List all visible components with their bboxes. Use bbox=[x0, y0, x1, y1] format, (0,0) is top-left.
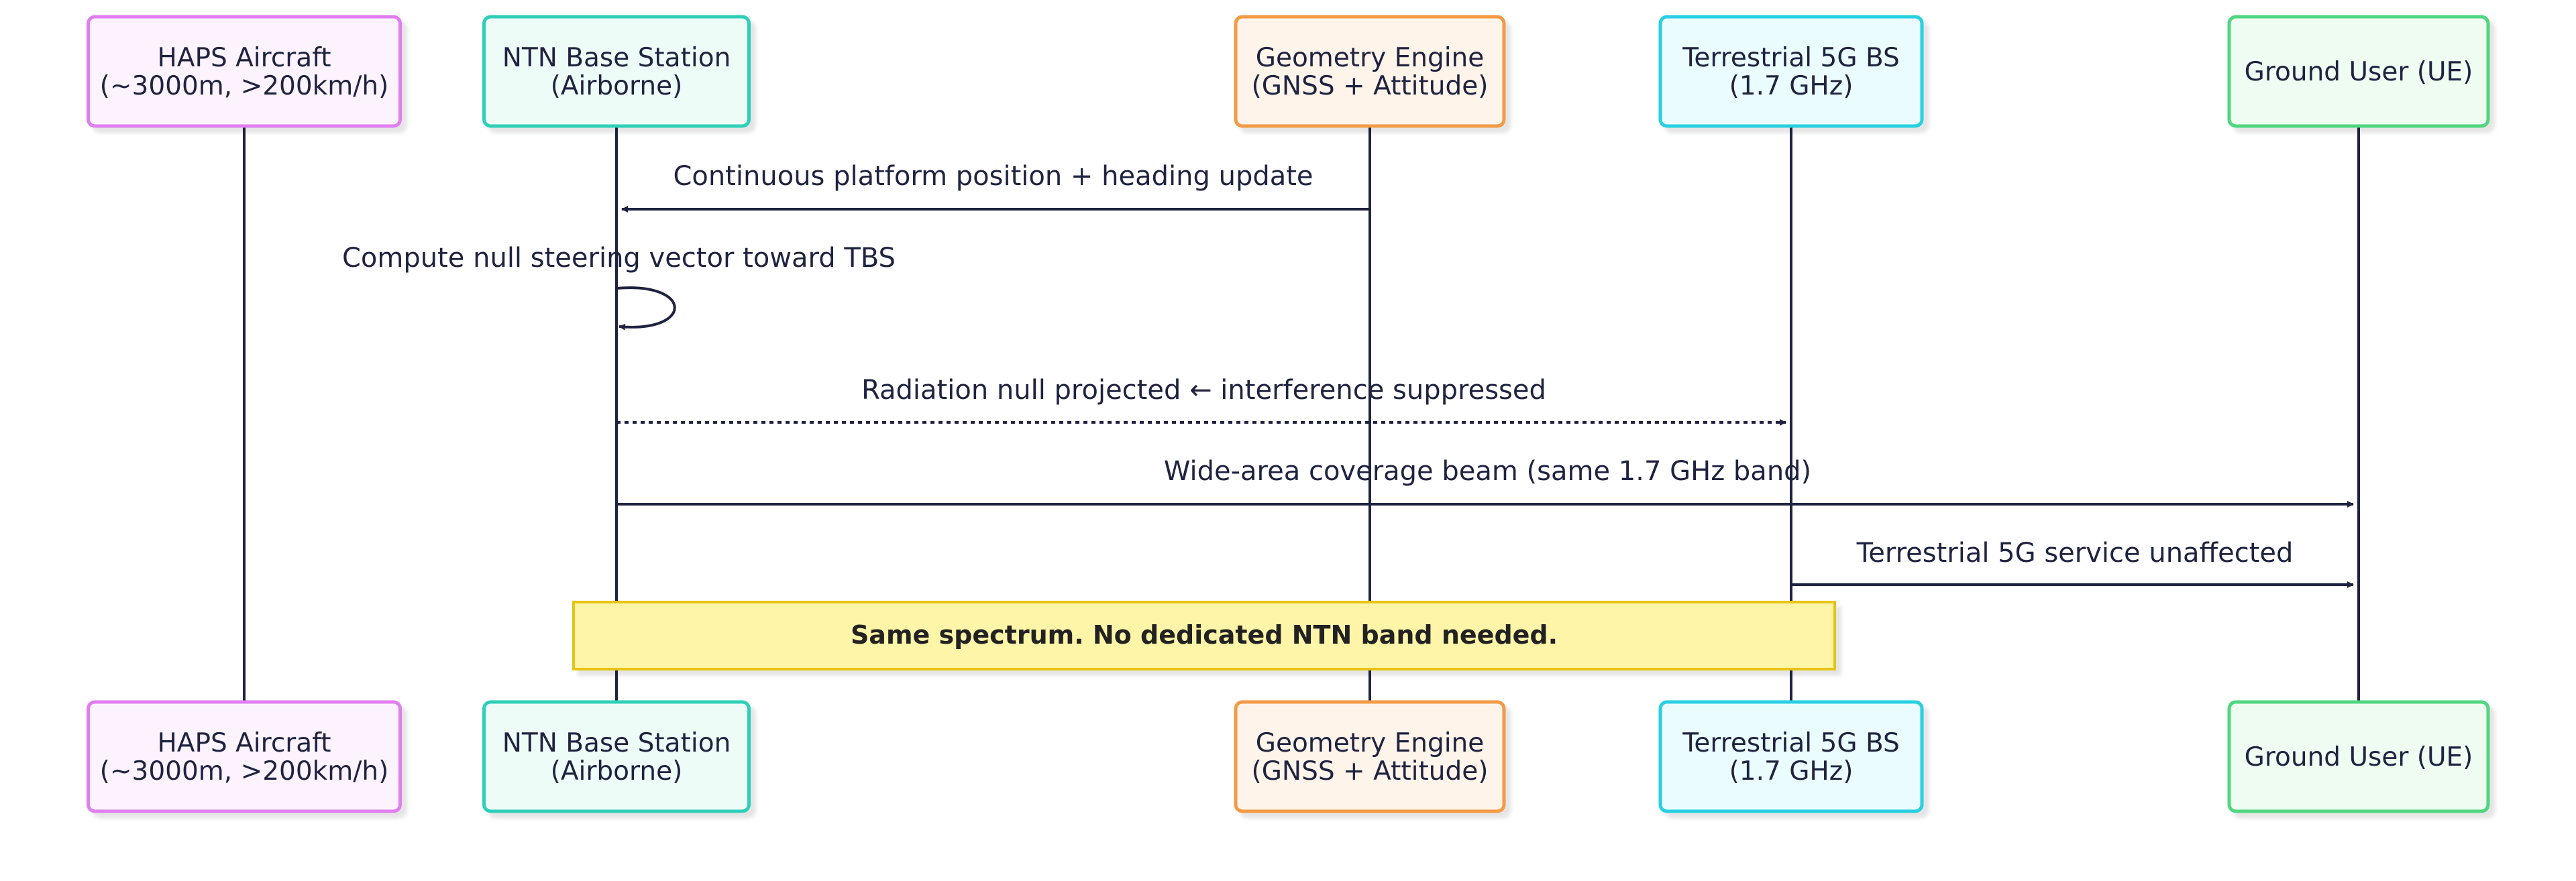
actor-sublabel: (GNSS + Attitude) bbox=[1252, 71, 1489, 101]
message-3: Radiation null projected ← interference … bbox=[616, 375, 1786, 426]
note-layer: Same spectrum. No dedicated NTN band nee… bbox=[572, 601, 1836, 670]
actor-geo-top: Geometry Engine(GNSS + Attitude) bbox=[1234, 15, 1506, 128]
message-2: Compute null steering vector toward TBS bbox=[342, 243, 896, 331]
actor-box bbox=[482, 15, 751, 128]
actor-sublabel: (Airborne) bbox=[551, 756, 683, 786]
actor-label: Ground User (UE) bbox=[2245, 742, 2473, 772]
actor-sublabel: (~3000m, >200km/h) bbox=[100, 71, 389, 101]
note-box bbox=[572, 601, 1836, 670]
messages: Continuous platform position + heading u… bbox=[342, 161, 2354, 588]
actor-haps-top: HAPS Aircraft(~3000m, >200km/h) bbox=[87, 15, 402, 128]
actor-ntn-top: NTN Base Station(Airborne) bbox=[482, 15, 751, 128]
actor-sublabel: (~3000m, >200km/h) bbox=[100, 756, 389, 786]
actor-label: Ground User (UE) bbox=[2245, 57, 2473, 87]
actor-box bbox=[2227, 700, 2490, 813]
message-4: Wide-area coverage beam (same 1.7 GHz ba… bbox=[616, 456, 2354, 508]
actor-ue-bottom: Ground User (UE) bbox=[2227, 700, 2490, 813]
actor-box bbox=[1658, 15, 1924, 128]
actor-box bbox=[1234, 15, 1506, 128]
actor-box bbox=[2227, 15, 2490, 128]
actor-sublabel: (1.7 GHz) bbox=[1729, 71, 1854, 101]
message-label: Wide-area coverage beam (same 1.7 GHz ba… bbox=[1164, 456, 1811, 487]
message-5: Terrestrial 5G service unaffected bbox=[1791, 538, 2354, 588]
actor-box bbox=[87, 15, 402, 128]
note-text: Same spectrum. No dedicated NTN band nee… bbox=[851, 620, 1558, 650]
actor-haps-bottom: HAPS Aircraft(~3000m, >200km/h) bbox=[87, 700, 402, 813]
actor-tbs-bottom: Terrestrial 5G BS(1.7 GHz) bbox=[1658, 700, 1924, 813]
actor-label: NTN Base Station bbox=[502, 43, 731, 73]
actor-sublabel: (Airborne) bbox=[551, 71, 683, 101]
actor-label: Geometry Engine bbox=[1256, 728, 1485, 758]
note: Same spectrum. No dedicated NTN band nee… bbox=[572, 601, 1836, 670]
actor-ntn-bottom: NTN Base Station(Airborne) bbox=[482, 700, 751, 813]
message-label: Compute null steering vector toward TBS bbox=[342, 243, 896, 274]
actor-label: Terrestrial 5G BS bbox=[1682, 43, 1900, 73]
message-label: Continuous platform position + heading u… bbox=[673, 161, 1313, 192]
actor-box bbox=[1658, 700, 1924, 813]
actor-geo-bottom: Geometry Engine(GNSS + Attitude) bbox=[1234, 700, 1506, 813]
actor-box bbox=[482, 700, 751, 813]
actor-tbs-top: Terrestrial 5G BS(1.7 GHz) bbox=[1658, 15, 1924, 128]
actor-box bbox=[87, 700, 402, 813]
actor-label: Geometry Engine bbox=[1256, 43, 1485, 73]
actor-label: HAPS Aircraft bbox=[157, 43, 331, 73]
actor-label: Terrestrial 5G BS bbox=[1682, 728, 1900, 758]
message-label: Radiation null projected ← interference … bbox=[861, 375, 1546, 406]
message-1: Continuous platform position + heading u… bbox=[621, 161, 1370, 213]
message-arrow bbox=[616, 286, 676, 331]
actor-sublabel: (1.7 GHz) bbox=[1729, 756, 1854, 786]
actor-sublabel: (GNSS + Attitude) bbox=[1252, 756, 1489, 786]
actors: HAPS Aircraft(~3000m, >200km/h)HAPS Airc… bbox=[87, 15, 2490, 813]
actor-label: NTN Base Station bbox=[502, 728, 731, 758]
actor-ue-top: Ground User (UE) bbox=[2227, 15, 2490, 128]
actor-box bbox=[1234, 700, 1506, 813]
actor-label: HAPS Aircraft bbox=[157, 728, 331, 758]
message-label: Terrestrial 5G service unaffected bbox=[1856, 538, 2294, 569]
